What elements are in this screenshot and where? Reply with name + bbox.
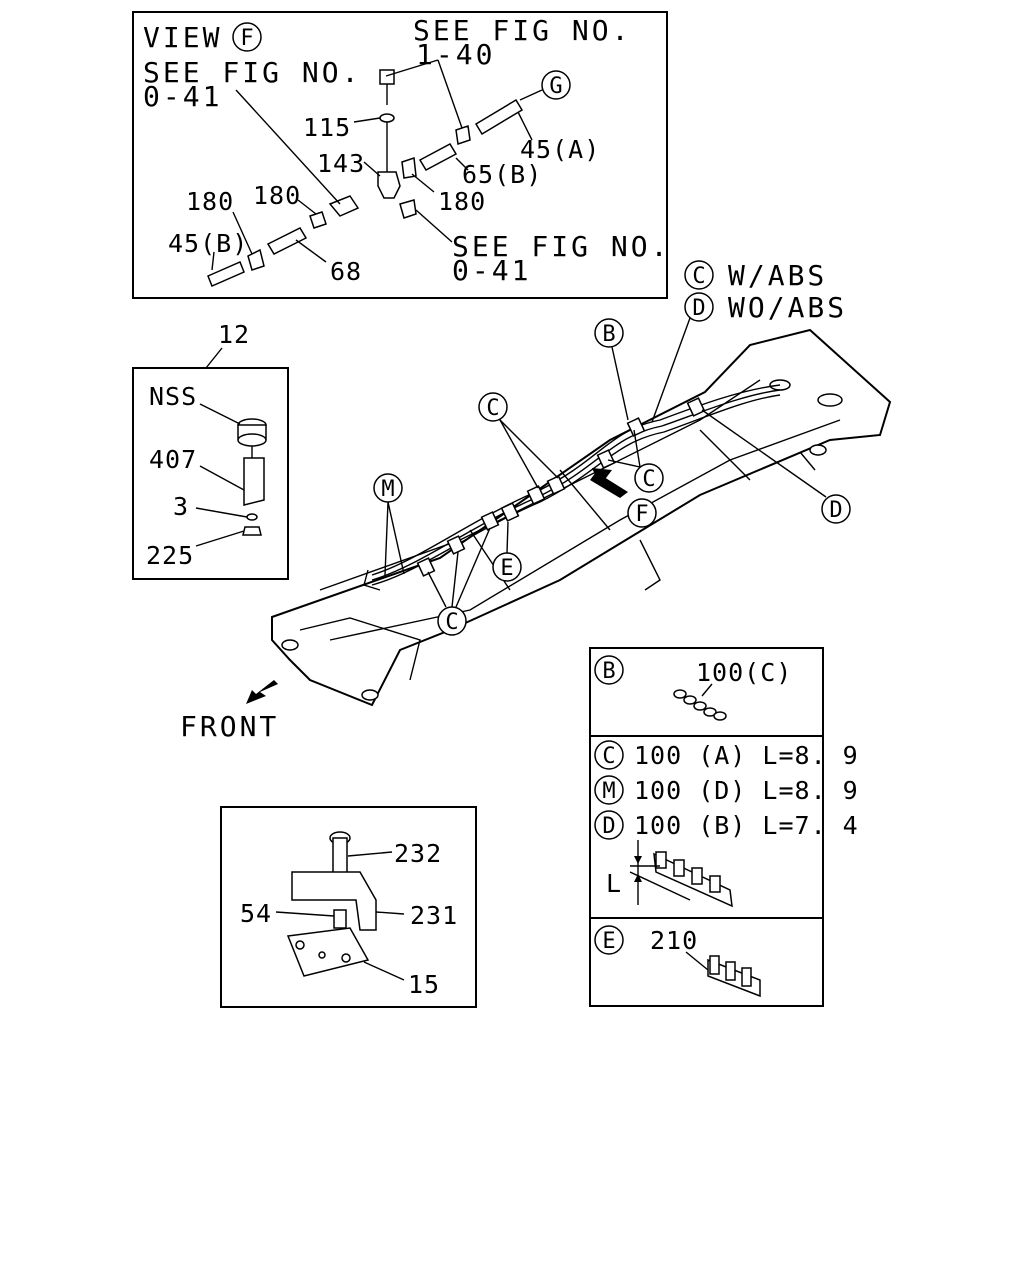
callout-f: F xyxy=(635,502,648,527)
clip-b-drawing xyxy=(673,689,727,721)
table-e-part: 210 xyxy=(650,926,698,955)
table-m-text: 100 (D) L=8. 9 xyxy=(634,776,859,805)
table-c-circle xyxy=(594,740,624,770)
part-231: 231 xyxy=(410,901,458,930)
see-fig-bottom-line1: SEE FIG NO. xyxy=(452,230,670,263)
part-232: 232 xyxy=(394,839,442,868)
see-fig-left-line1: SEE FIG NO. xyxy=(143,56,361,89)
part-65b: 65(B) xyxy=(462,160,542,189)
table-e-circle xyxy=(594,925,624,955)
part-15: 15 xyxy=(408,970,440,999)
view-letter: F xyxy=(240,26,253,51)
abs-legend: C W/ABS D WO/ABS xyxy=(684,259,847,324)
table-d-circle xyxy=(594,810,624,840)
callout-c-upper-circle xyxy=(478,392,508,422)
callout-b-circle xyxy=(594,318,624,348)
view-f-box: VIEW F SEE FIG NO. 1-40 SEE FIG NO. 0-41… xyxy=(132,11,670,299)
legend-c-text: W/ABS xyxy=(728,259,827,292)
view-f-parts-drawing xyxy=(207,69,524,287)
legend-d-circle xyxy=(684,292,714,322)
bracket-box-frame xyxy=(220,806,477,1008)
table-e-letter: E xyxy=(602,929,615,954)
bracket-box: 232 54 231 15 xyxy=(220,806,477,1008)
legend-d-letter: D xyxy=(692,296,705,321)
callout-d: D xyxy=(829,498,842,523)
callout-g-circle xyxy=(541,70,571,100)
table-b-letter: B xyxy=(602,659,615,684)
view-f-frame xyxy=(132,11,668,299)
front-arrow-icon xyxy=(246,680,278,704)
callout-g: G xyxy=(549,74,562,99)
callout-f-circle xyxy=(627,498,657,528)
legend-c-circle xyxy=(684,260,714,290)
part-225: 225 xyxy=(146,541,194,570)
table-m-circle xyxy=(594,775,624,805)
box-12-frame xyxy=(132,367,289,580)
callout-c-bottom: C xyxy=(445,610,458,635)
part-180-left: 180 xyxy=(186,187,234,216)
front-indicator: FRONT xyxy=(180,680,279,743)
ref-12: 12 xyxy=(218,320,250,349)
part-115: 115 xyxy=(303,113,351,142)
part-45b: 45(B) xyxy=(168,229,248,258)
box-12: 12 NSS 407 3 225 xyxy=(132,320,289,580)
front-label: FRONT xyxy=(180,710,279,743)
chassis-frame-drawing xyxy=(271,328,892,707)
see-fig-bottom-line2: 0-41 xyxy=(452,254,531,287)
table-b-circle xyxy=(594,655,624,685)
see-fig-top-line1: SEE FIG NO. xyxy=(413,14,631,47)
clip-table: B 100(C) C 100 (A) L=8. 9 M 100 (D) L=8.… xyxy=(589,647,859,1007)
table-c-letter: C xyxy=(602,744,615,769)
part-68: 68 xyxy=(330,257,362,286)
clip-l-drawing xyxy=(629,840,733,908)
frame-callouts: B C C F D M E C xyxy=(373,317,851,636)
part-45a: 45(A) xyxy=(520,135,600,164)
callout-c-right-circle xyxy=(634,463,664,493)
callout-d-circle xyxy=(821,494,851,524)
see-fig-left-line2: 0-41 xyxy=(143,80,222,113)
table-m-letter: M xyxy=(602,779,615,804)
legend-d-text: WO/ABS xyxy=(728,291,847,324)
table-c-text: 100 (A) L=8. 9 xyxy=(634,741,859,770)
part-407: 407 xyxy=(149,445,197,474)
callout-b: B xyxy=(602,322,615,347)
part-nss: NSS xyxy=(149,382,197,411)
callout-c-right: C xyxy=(642,467,655,492)
callout-c-upper: C xyxy=(486,396,499,421)
callout-m: M xyxy=(381,477,394,502)
callout-e: E xyxy=(500,556,513,581)
part-143: 143 xyxy=(317,149,365,178)
view-label: VIEW xyxy=(143,21,222,54)
clip-table-frame xyxy=(589,647,824,1007)
part-180-center: 180 xyxy=(253,181,301,210)
table-d-text: 100 (B) L=7. 4 xyxy=(634,811,859,840)
part-3: 3 xyxy=(173,492,189,521)
legend-c-letter: C xyxy=(692,264,705,289)
see-fig-top-line2: 1-40 xyxy=(416,38,495,71)
view-letter-circle xyxy=(232,22,262,52)
table-b-part: 100(C) xyxy=(696,658,792,687)
table-d-letter: D xyxy=(602,814,615,839)
part-180-right: 180 xyxy=(438,187,486,216)
part-54: 54 xyxy=(240,899,272,928)
dimension-l-label: L xyxy=(606,869,622,898)
clip-e-drawing xyxy=(707,955,761,998)
